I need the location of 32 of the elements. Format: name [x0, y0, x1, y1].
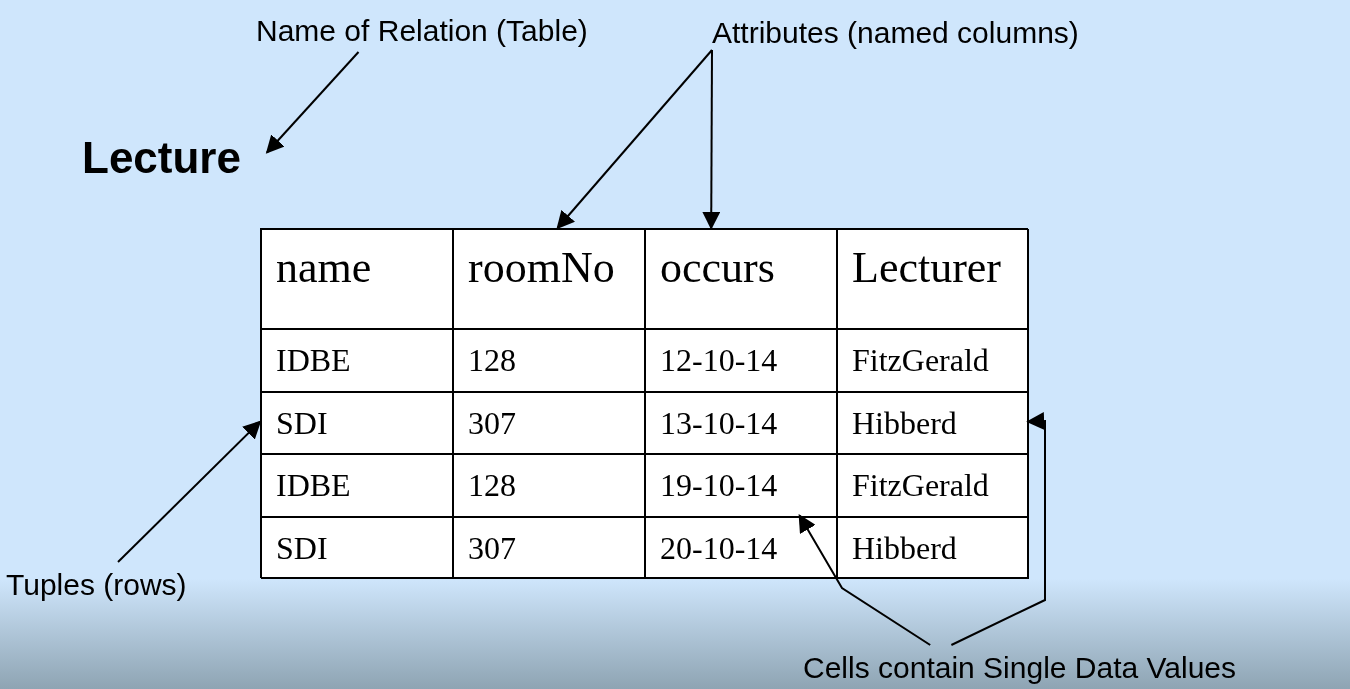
table-cell: Hibberd	[837, 516, 1029, 579]
leader-arrow	[556, 49, 713, 230]
annotation-text: Name of Relation (Table)	[256, 8, 666, 48]
table-cell: SDI	[261, 516, 453, 579]
leader-arrow	[702, 49, 721, 230]
table-cell: 307	[453, 516, 645, 579]
table	[260, 228, 1028, 578]
column-header: Lecturer	[837, 229, 1029, 329]
annotation-text: Attributes (named columns)	[712, 10, 1162, 50]
relation-name: Lecture	[82, 125, 267, 180]
table-cell: 307	[453, 391, 645, 454]
annotation-text: Cells contain Single Data Values	[803, 645, 1333, 687]
column-header: roomNo	[453, 229, 645, 329]
leader-arrow	[117, 420, 262, 563]
table-cell: 128	[453, 329, 645, 392]
leader-arrow	[798, 513, 932, 646]
table-cell: IDBE	[261, 454, 453, 517]
leader-arrow	[265, 51, 360, 154]
table-cell: 12-10-14	[645, 329, 837, 392]
table-cell: FitzGerald	[837, 329, 1029, 392]
table-cell: 128	[453, 454, 645, 517]
leader-arrow	[950, 412, 1046, 646]
table-cell: FitzGerald	[837, 454, 1029, 517]
table-cell: 13-10-14	[645, 391, 837, 454]
table-cell: 19-10-14	[645, 454, 837, 517]
table-cell: 20-10-14	[645, 516, 837, 579]
table-cell: IDBE	[261, 329, 453, 392]
column-header: occurs	[645, 229, 837, 329]
table-cell: SDI	[261, 391, 453, 454]
table-cell: Hibberd	[837, 391, 1029, 454]
column-header: name	[261, 229, 453, 329]
annotation-text: Tuples (rows)	[6, 562, 230, 602]
